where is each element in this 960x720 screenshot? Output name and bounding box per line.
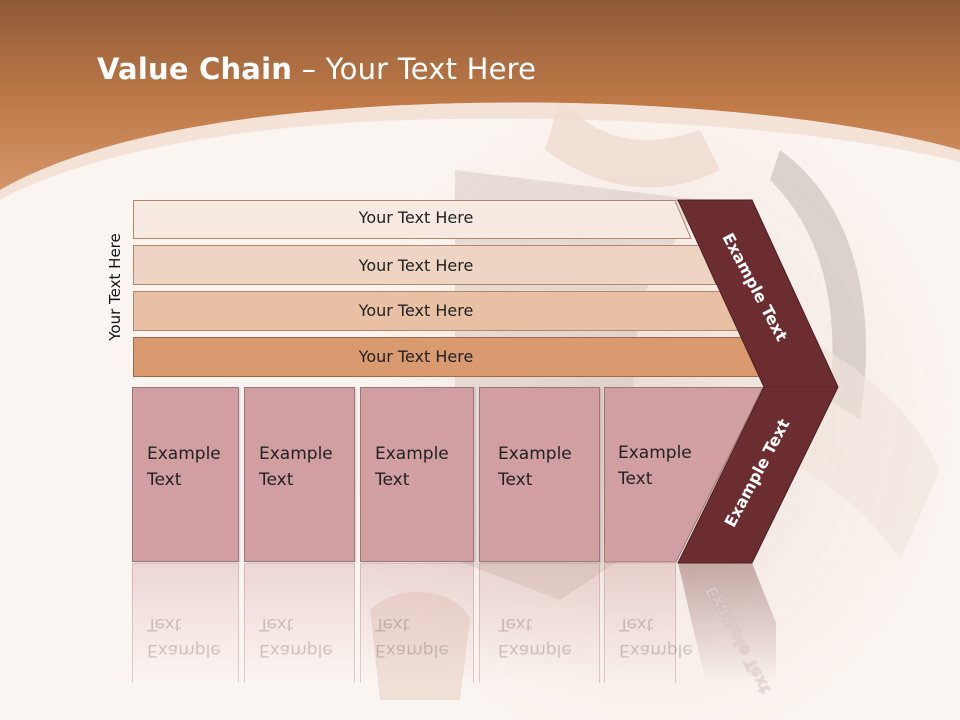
support-bar-3: Your Text Here (133, 291, 741, 331)
reflection-text: Text (375, 614, 410, 634)
bar-label: Your Text Here (358, 256, 474, 275)
bar-label: Your Text Here (358, 208, 474, 227)
support-bar-2: Your Text Here (133, 245, 718, 285)
box-reflection: Example Text (479, 563, 600, 683)
slide-title: Value Chain – Your Text Here (97, 52, 536, 86)
box-line1: Example (375, 444, 449, 464)
box-reflection: Example Text (244, 563, 355, 683)
box-line1: Example (259, 444, 333, 464)
bar-shape (133, 200, 692, 239)
reflection-text: Text (619, 614, 654, 634)
box-line2: Text (498, 470, 533, 490)
title-bold: Value Chain (97, 52, 293, 86)
reflection-text: Text (498, 614, 533, 634)
box-line2: Text (147, 470, 182, 490)
reflection-text: Example (498, 640, 572, 660)
reflection-text: Example (375, 640, 449, 660)
arrow-shape (677, 199, 839, 564)
reflection-text: Text (259, 614, 294, 634)
box-line2: Text (259, 470, 294, 490)
bar-label: Your Text Here (358, 301, 474, 320)
arrow-reflection (678, 563, 776, 683)
header-band (0, 0, 960, 190)
title-rest: – Your Text Here (292, 52, 537, 86)
bar-label: Your Text Here (358, 347, 474, 366)
box-reflection: Example Text (132, 563, 239, 683)
support-bar-1: Your Text Here (133, 200, 693, 239)
box-line2: Text (375, 470, 410, 490)
margin-arrow (676, 199, 839, 564)
box-line1: Example (147, 444, 221, 464)
box-line2: Text (618, 469, 653, 489)
box-line1: Example (498, 444, 572, 464)
vertical-label: Your Text Here (106, 233, 124, 341)
box-line1: Example (618, 443, 692, 463)
reflection-text: Example (259, 640, 333, 660)
reflection-text: Example (147, 640, 221, 660)
reflection-text: Text (147, 614, 182, 634)
box-reflection: Example Text (360, 563, 474, 683)
